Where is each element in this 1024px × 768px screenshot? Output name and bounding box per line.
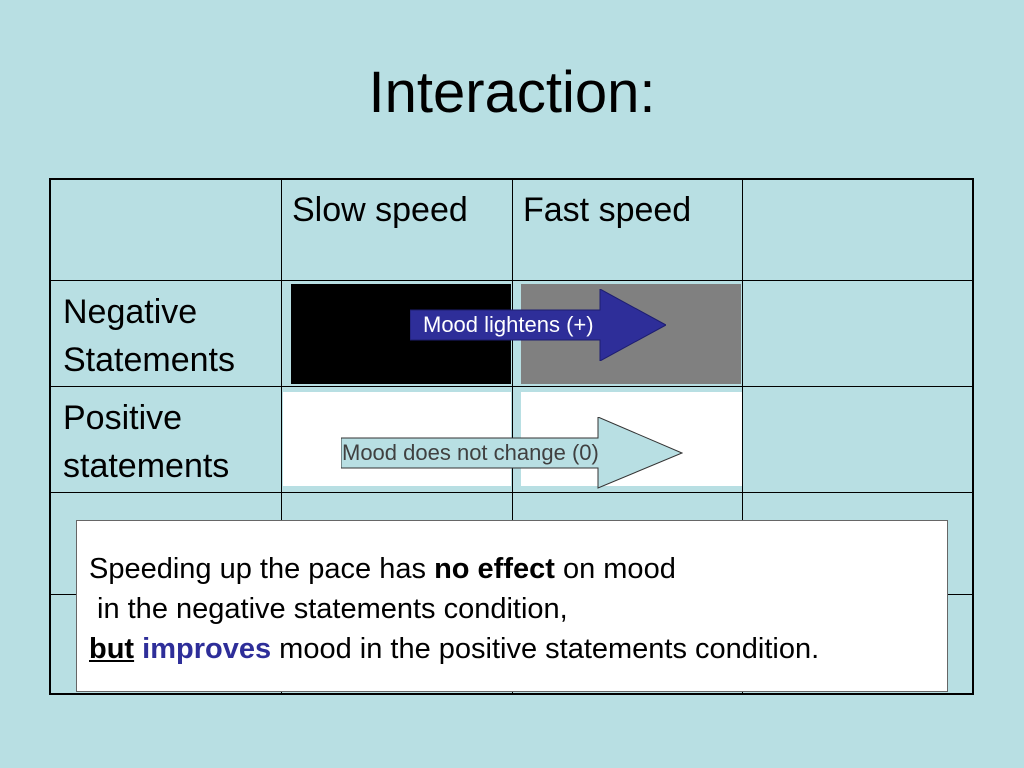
row-divider [51, 492, 972, 493]
conclusion-text: on mood [554, 553, 676, 585]
conclusion-line-2: in the negative statements condition, [89, 589, 947, 629]
slide-title: Interaction: [368, 60, 656, 125]
mood-no-change-arrow: Mood does not change (0) [341, 417, 683, 489]
row-divider [51, 280, 972, 281]
right-arrow-icon [341, 417, 683, 489]
conclusion-box: Speeding up the pace has no effect on mo… [76, 520, 948, 692]
conclusion-text: mood in the positive statements conditio… [271, 633, 820, 665]
column-divider [742, 180, 743, 693]
column-divider [281, 180, 282, 693]
mood-no-change-label: Mood does not change (0) [342, 440, 599, 465]
conclusion-line-3: but improves mood in the positive statem… [89, 629, 947, 669]
but-emphasis: but [89, 633, 135, 665]
improves-emphasis: improves [142, 633, 272, 665]
row-label-line: Negative [63, 293, 198, 331]
row-label-line: statements [63, 447, 230, 485]
right-arrow-icon [410, 289, 666, 361]
interaction-table: Slow speed Fast speed Negative Statement… [49, 178, 974, 695]
row-divider [51, 386, 972, 387]
row-label-line: Positive [63, 399, 183, 437]
conclusion-text: in the negative statements condition, [97, 593, 568, 625]
row-label-line: Statements [63, 341, 235, 379]
row-label-negative: Negative Statements [63, 288, 235, 384]
column-divider [512, 180, 513, 693]
conclusion-text: Speeding up the pace has [89, 553, 435, 585]
header-fast-speed: Fast speed [523, 191, 692, 229]
row-label-positive: Positive statements [63, 394, 229, 490]
mood-lightens-label: Mood lightens (+) [423, 312, 594, 337]
header-slow-speed: Slow speed [292, 191, 468, 229]
conclusion-line-1: Speeding up the pace has no effect on mo… [89, 549, 947, 589]
no-effect-emphasis: no effect [434, 553, 555, 585]
mood-lightens-arrow: Mood lightens (+) [410, 289, 666, 361]
